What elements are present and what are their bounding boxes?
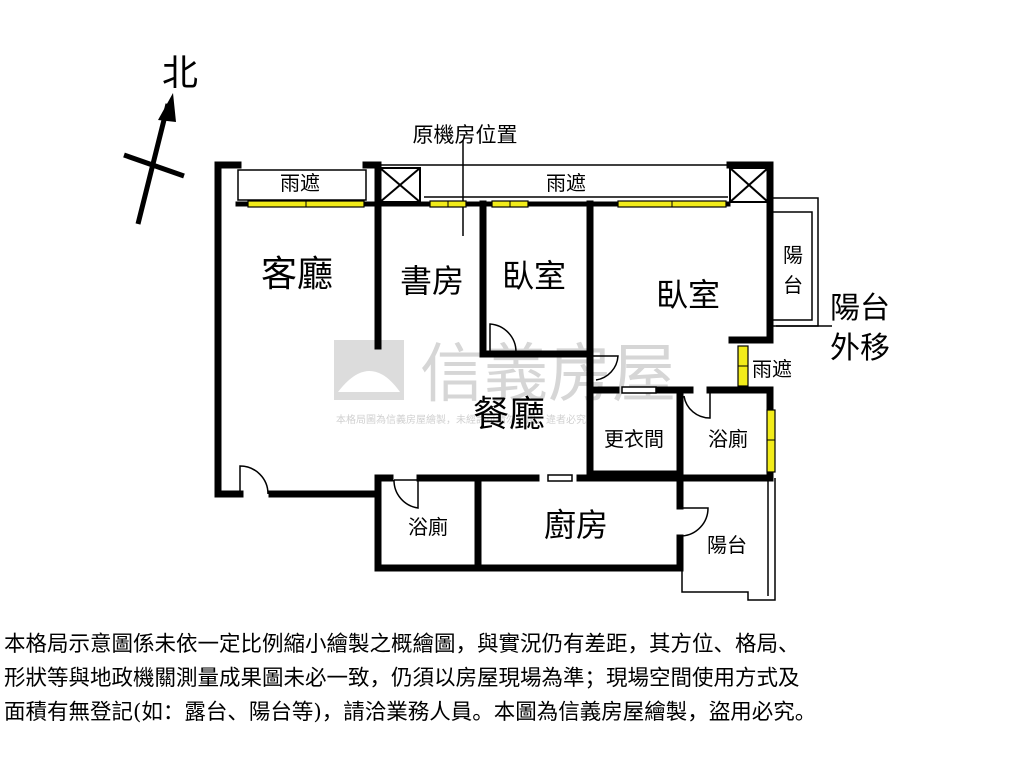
door-master-icon [592, 355, 619, 381]
disclaimer: 本格局示意圖係未依一定比例縮小繪製之概繪圖，與實況仍有差距，其方位、格局、 形狀… [4, 628, 1022, 730]
label-canopy-side: 雨遮 [752, 357, 792, 381]
label-bathroom-master: 浴廁 [708, 427, 748, 451]
duct-box-icon [729, 167, 769, 203]
watermark: 信義房屋 本格局圖為信義房屋繪製，未經許可請勿盜用，違者必究 [334, 338, 676, 426]
disclaimer-line-1: 本格局示意圖係未依一定比例縮小繪製之概繪圖，與實況仍有差距，其方位、格局、 [4, 632, 800, 657]
annotation-machine-room: 原機房位置 [413, 123, 518, 147]
label-bathroom-common: 浴廁 [408, 515, 448, 539]
label-balcony-side-1: 陽 [783, 243, 803, 267]
watermark-logo-mark [338, 371, 400, 392]
thin-outlines [237, 140, 819, 601]
north-arrow-head-icon [158, 93, 176, 122]
annotation-balcony-moved-2: 外移 [830, 331, 890, 366]
crossed-boxes [379, 167, 769, 203]
label-bedroom-master: 臥室 [656, 276, 720, 314]
label-walk-in-closet: 更衣間 [604, 427, 664, 451]
compass: 北 [123, 53, 198, 225]
watermark-brand: 信義房屋 [420, 338, 676, 412]
duct-box-icon [379, 167, 421, 203]
sliding-doors [547, 386, 657, 482]
floor-plan: 北 信義房屋 本格局圖為信義房屋繪製，未經許可請勿盜用，違者必究 [123, 53, 891, 601]
door-bedroom-icon [489, 323, 517, 353]
room-labels: 雨遮 雨遮 客廳 書房 臥室 臥室 餐廳 更衣間 浴廁 浴廁 廚房 陽台 雨遮 … [261, 171, 803, 557]
door-kitchen-balcony-icon [681, 507, 709, 537]
label-canopy-left: 雨遮 [280, 171, 320, 195]
disclaimer-line-2: 形狀等與地政機關測量成果圖未必一致，仍須以房屋現場為準；現場空間使用方式及 [4, 666, 800, 691]
walls [214, 161, 774, 572]
label-balcony-side-2: 台 [783, 273, 803, 297]
north-label: 北 [162, 53, 198, 94]
annotations: 原機房位置 陽台 外移 [413, 123, 891, 366]
door-entrance-icon [239, 465, 269, 495]
compass-crossbar [123, 152, 185, 179]
label-study: 書房 [400, 262, 464, 300]
watermark-notice: 本格局圖為信義房屋繪製，未經許可請勿盜用，違者必究 [336, 413, 586, 426]
disclaimer-line-3: 面積有無登記(如：露台、陽台等)，請洽業務人員。本圖為信義房屋繪製，盜用必究。 [4, 700, 817, 725]
door-swings [239, 323, 711, 537]
label-kitchen: 廚房 [544, 506, 608, 544]
label-dining-room: 餐廳 [473, 394, 545, 435]
window-bath [766, 409, 776, 473]
label-canopy-top: 雨遮 [546, 171, 586, 195]
door-bath-master-icon [683, 392, 711, 419]
label-living-room: 客廳 [261, 254, 333, 295]
door-bath-common-icon [393, 479, 419, 509]
window-mullions [305, 201, 775, 441]
label-bedroom-small: 臥室 [502, 257, 566, 295]
label-balcony-rear: 陽台 [707, 533, 747, 557]
annotation-balcony-moved-1: 陽台 [830, 291, 890, 326]
